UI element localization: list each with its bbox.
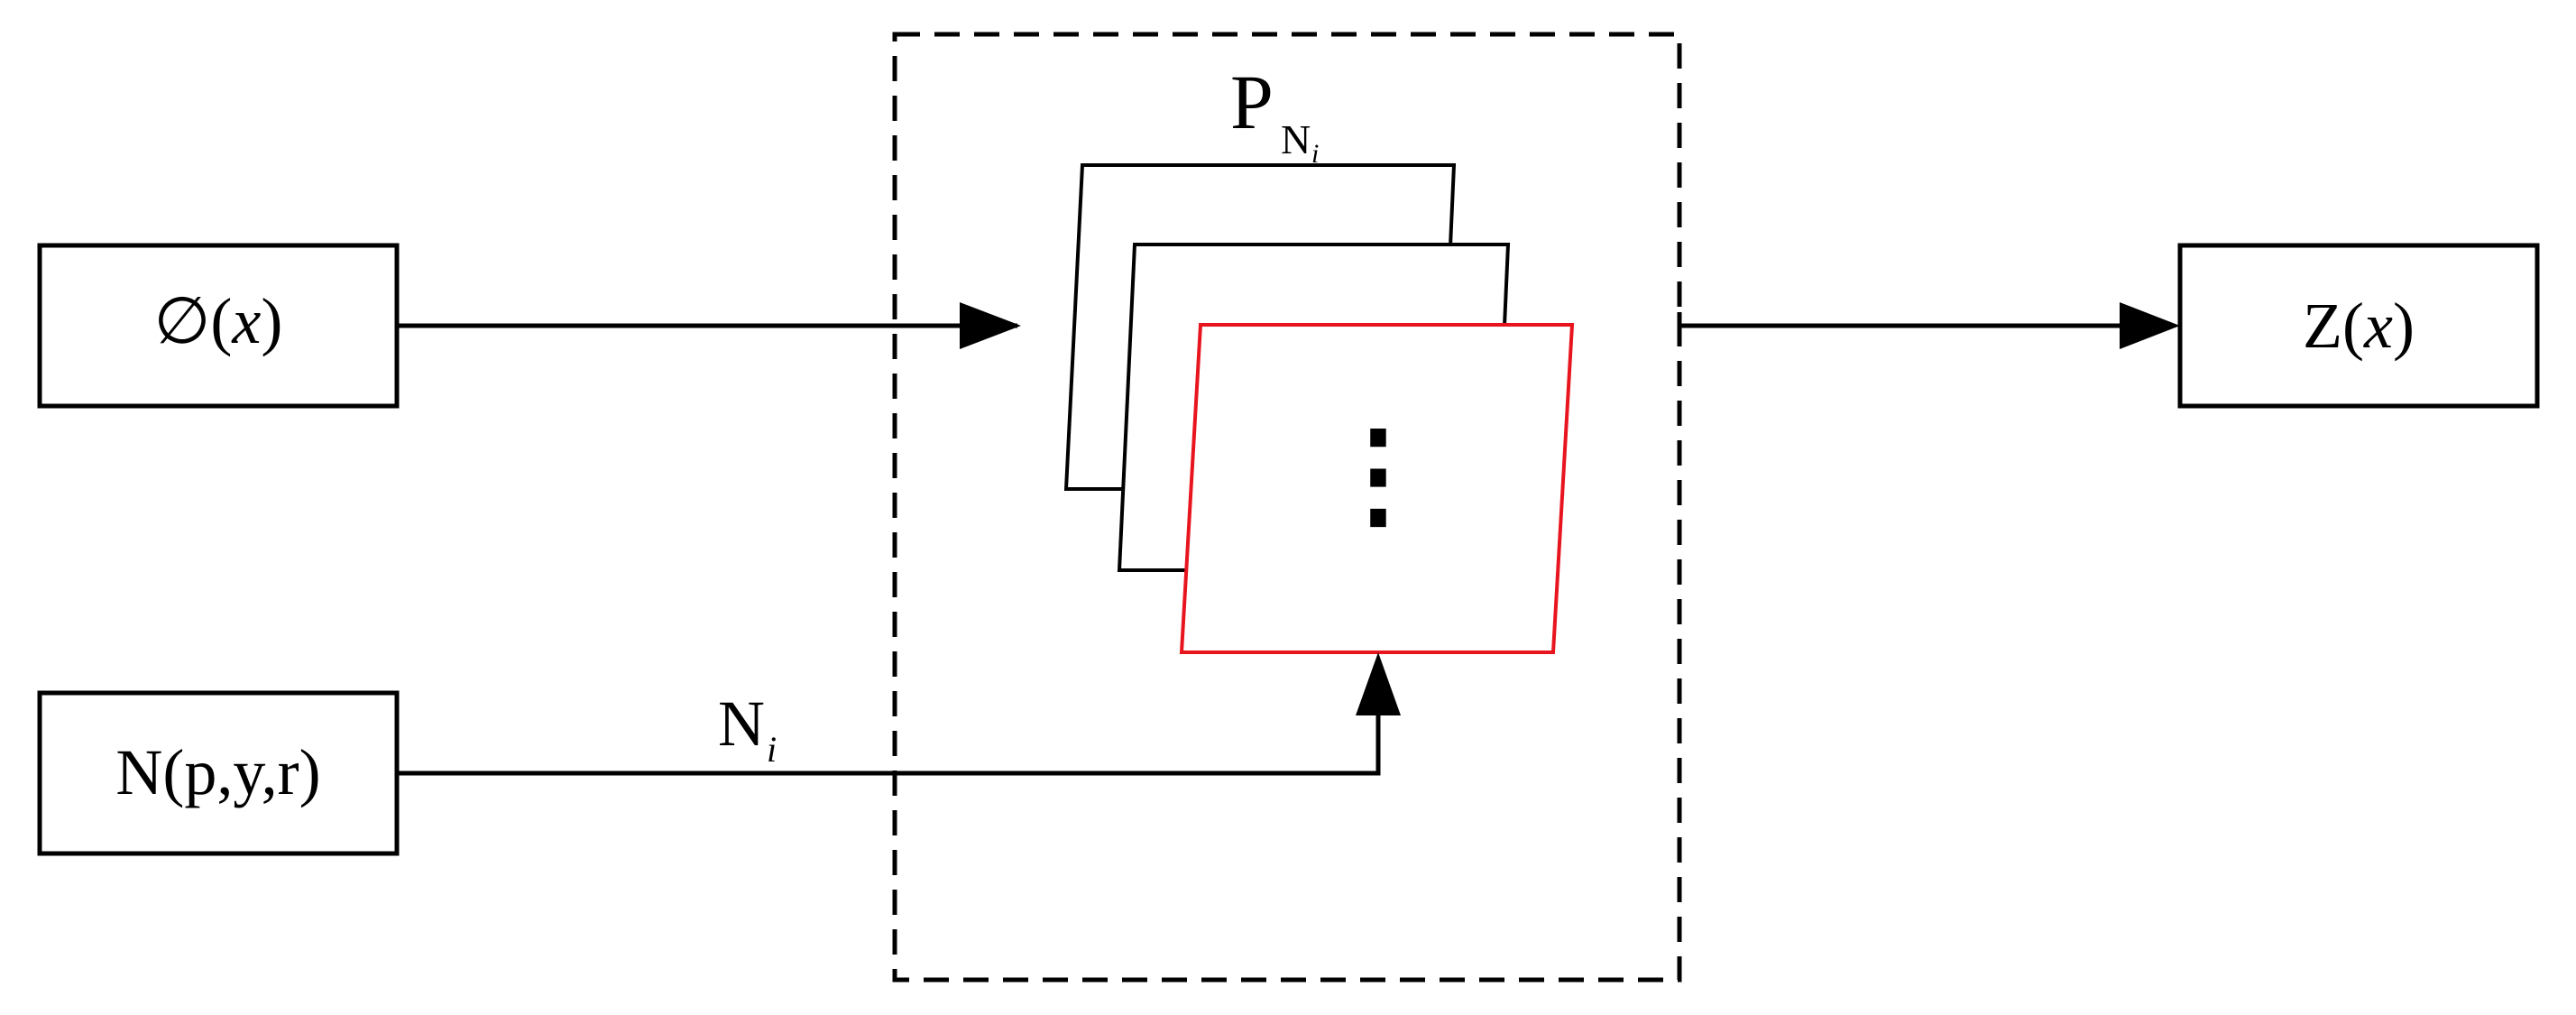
plane-ellipsis: ⋮: [1320, 411, 1437, 540]
edge-phi-to-stack-arrowhead: [960, 302, 1021, 349]
phi-input-label: ∅(x): [154, 285, 283, 357]
n-input-box: [37, 690, 400, 856]
plane-stack-title-main: P: [1230, 59, 1274, 145]
phi-input-block[interactable]: ∅(x): [37, 243, 400, 409]
phi-input-box: [37, 243, 400, 409]
edge-n-to-stack: [397, 713, 1381, 776]
edge-label-index: i: [767, 729, 777, 770]
edge-n-to-stack-label: N i: [718, 687, 777, 770]
plane-stack: ⋮: [1063, 163, 1575, 654]
plane-front-highlighted: [1179, 323, 1575, 654]
edge-label-main: N: [718, 687, 765, 760]
n-input-block[interactable]: N(p,y,r): [37, 690, 400, 856]
edge-n-to-stack-arrowhead: [1356, 652, 1401, 715]
z-output-block[interactable]: Z(x): [2177, 243, 2540, 409]
plane-stack-title-sub: N: [1281, 116, 1311, 162]
plane-stack-title: P N i: [1230, 59, 1319, 169]
n-input-label: N(p,y,r): [115, 736, 320, 808]
z-output-label: Z(x): [2303, 290, 2415, 362]
plane-stack-title-sub-index: i: [1311, 139, 1319, 169]
dashed-container: [892, 32, 1682, 983]
edge-stack-to-z-arrowhead: [2120, 302, 2180, 349]
